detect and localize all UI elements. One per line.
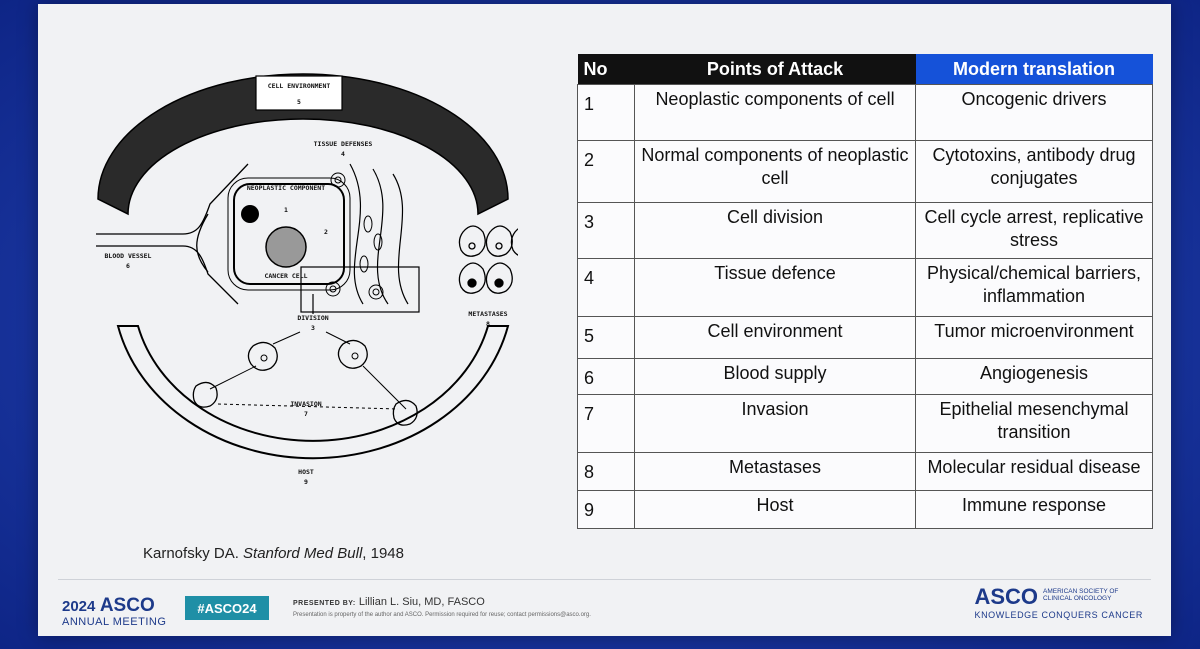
- row-attack: Host: [634, 490, 916, 529]
- citation-year: , 1948: [362, 545, 404, 562]
- diagram-svg: CELL ENVIRONMENT 5 TISSUE DEFENSES 4 NEO…: [96, 73, 538, 486]
- cell-environment-no: 5: [297, 98, 301, 106]
- copyright-notice: Presentation is property of the author a…: [293, 612, 591, 618]
- karnofsky-diagram: CELL ENVIRONMENT 5 TISSUE DEFENSES 4 NEO…: [88, 64, 538, 504]
- row-modern: Tumor microenvironment: [915, 316, 1153, 359]
- host-label: HOST: [298, 468, 314, 476]
- row-no: 3: [577, 202, 635, 259]
- row-modern: Immune response: [915, 490, 1153, 529]
- metastases-no: 8: [486, 320, 490, 328]
- neoplastic-component-no: 1: [284, 206, 288, 214]
- host-arc: [116, 325, 510, 460]
- row-attack: Blood supply: [634, 358, 916, 395]
- row-no: 5: [577, 316, 635, 359]
- slide: CELL ENVIRONMENT 5 TISSUE DEFENSES 4 NEO…: [38, 4, 1171, 636]
- row-attack: Metastases: [634, 452, 916, 491]
- invasion-no: 7: [304, 410, 308, 418]
- presenter-name: Lillian L. Siu, MD, FASCO: [358, 596, 485, 608]
- row-modern: Cell cycle arrest, replicative stress: [915, 202, 1153, 259]
- division-label: DIVISION: [297, 314, 328, 322]
- neoplastic-component-label: NEOPLASTIC COMPONENT: [247, 184, 325, 192]
- table-row: 2 Normal components of neoplastic cell C…: [577, 140, 1153, 203]
- row-modern: Epithelial mesenchymal transition: [915, 394, 1153, 453]
- row-attack: Invasion: [634, 394, 916, 453]
- asco-logo: ASCO AMERICAN SOCIETY OF CLINICAL ONCOLO…: [974, 584, 1143, 621]
- row-no: 4: [577, 258, 635, 317]
- row-no: 2: [577, 140, 635, 203]
- neoplastic-component-dot: [241, 205, 259, 223]
- hashtag-badge: #ASCO24: [185, 596, 269, 620]
- tissue-defenses-label: TISSUE DEFENSES: [314, 140, 373, 148]
- meeting-year: 2024: [62, 598, 96, 615]
- header-points-of-attack: Points of Attack: [634, 54, 916, 85]
- blood-vessel-no: 6: [126, 262, 130, 270]
- table-row: 1 Neoplastic components of cell Oncogeni…: [577, 84, 1153, 141]
- row-attack: Cell environment: [634, 316, 916, 359]
- citation-author: Karnofsky DA.: [143, 545, 239, 562]
- row-no: 1: [577, 84, 635, 141]
- nucleus: [265, 226, 307, 268]
- presented-by-label: PRESENTED BY:: [293, 600, 356, 607]
- row-no: 6: [577, 358, 635, 395]
- tissue-defenses-no: 4: [341, 150, 345, 158]
- meeting-subtitle: ANNUAL MEETING: [62, 616, 167, 628]
- row-modern: Cytotoxins, antibody drug conjugates: [915, 140, 1153, 203]
- citation-journal: Stanford Med Bull: [243, 545, 363, 562]
- table-row: 7 Invasion Epithelial mesenchymal transi…: [577, 394, 1153, 453]
- citation: Karnofsky DA. Stanford Med Bull, 1948: [143, 545, 404, 562]
- row-modern: Physical/chemical barriers, inflammation: [915, 258, 1153, 317]
- table-row: 4 Tissue defence Physical/chemical barri…: [577, 258, 1153, 317]
- row-modern: Oncogenic drivers: [915, 84, 1153, 141]
- row-modern: Molecular residual disease: [915, 452, 1153, 491]
- cancer-cell-label: CANCER CELL: [264, 272, 307, 280]
- division-no: 3: [311, 324, 315, 332]
- row-no: 9: [577, 490, 635, 529]
- cell-environment-label: CELL ENVIRONMENT: [268, 82, 331, 90]
- host-no: 9: [304, 478, 308, 486]
- metastases-label: METASTASES: [468, 310, 507, 318]
- table-row: 5 Cell environment Tumor microenvironmen…: [577, 316, 1153, 359]
- table-row: 3 Cell division Cell cycle arrest, repli…: [577, 202, 1153, 259]
- metastases-cells: [458, 225, 538, 294]
- row-no: 7: [577, 394, 635, 453]
- annual-meeting-logo: 2024 ASCO ANNUAL MEETING: [62, 596, 166, 628]
- cell-environment-box: [255, 75, 343, 111]
- asco-org-name: AMERICAN SOCIETY OF CLINICAL ONCOLOGY: [1043, 588, 1119, 603]
- invasion-label: INVASION: [290, 400, 321, 408]
- points-of-attack-table: No Points of Attack Modern translation 1…: [577, 54, 1153, 529]
- blood-vessel-label: BLOOD VESSEL: [105, 252, 152, 260]
- cancer-cell: [233, 183, 345, 285]
- row-attack: Neoplastic components of cell: [634, 84, 916, 141]
- table-row: 9 Host Immune response: [577, 490, 1153, 529]
- row-attack: Cell division: [634, 202, 916, 259]
- table-header-row: No Points of Attack Modern translation: [577, 54, 1153, 85]
- meeting-brand: ASCO: [99, 595, 155, 616]
- row-modern: Angiogenesis: [915, 358, 1153, 395]
- row-attack: Tissue defence: [634, 258, 916, 317]
- normal-component-no: 2: [324, 228, 328, 236]
- footer-divider: [58, 579, 1151, 580]
- table-row: 8 Metastases Molecular residual disease: [577, 452, 1153, 491]
- cell-environment-arc: [97, 73, 509, 216]
- header-no: No: [577, 54, 635, 85]
- row-attack: Normal components of neoplastic cell: [634, 140, 916, 203]
- header-modern-translation: Modern translation: [915, 54, 1153, 85]
- presented-by: PRESENTED BY: Lillian L. Siu, MD, FASCO: [293, 596, 485, 608]
- table-row: 6 Blood supply Angiogenesis: [577, 358, 1153, 395]
- row-no: 8: [577, 452, 635, 491]
- asco-tagline: KNOWLEDGE CONQUERS CANCER: [974, 610, 1143, 620]
- asco-logo-text: ASCO: [974, 584, 1039, 609]
